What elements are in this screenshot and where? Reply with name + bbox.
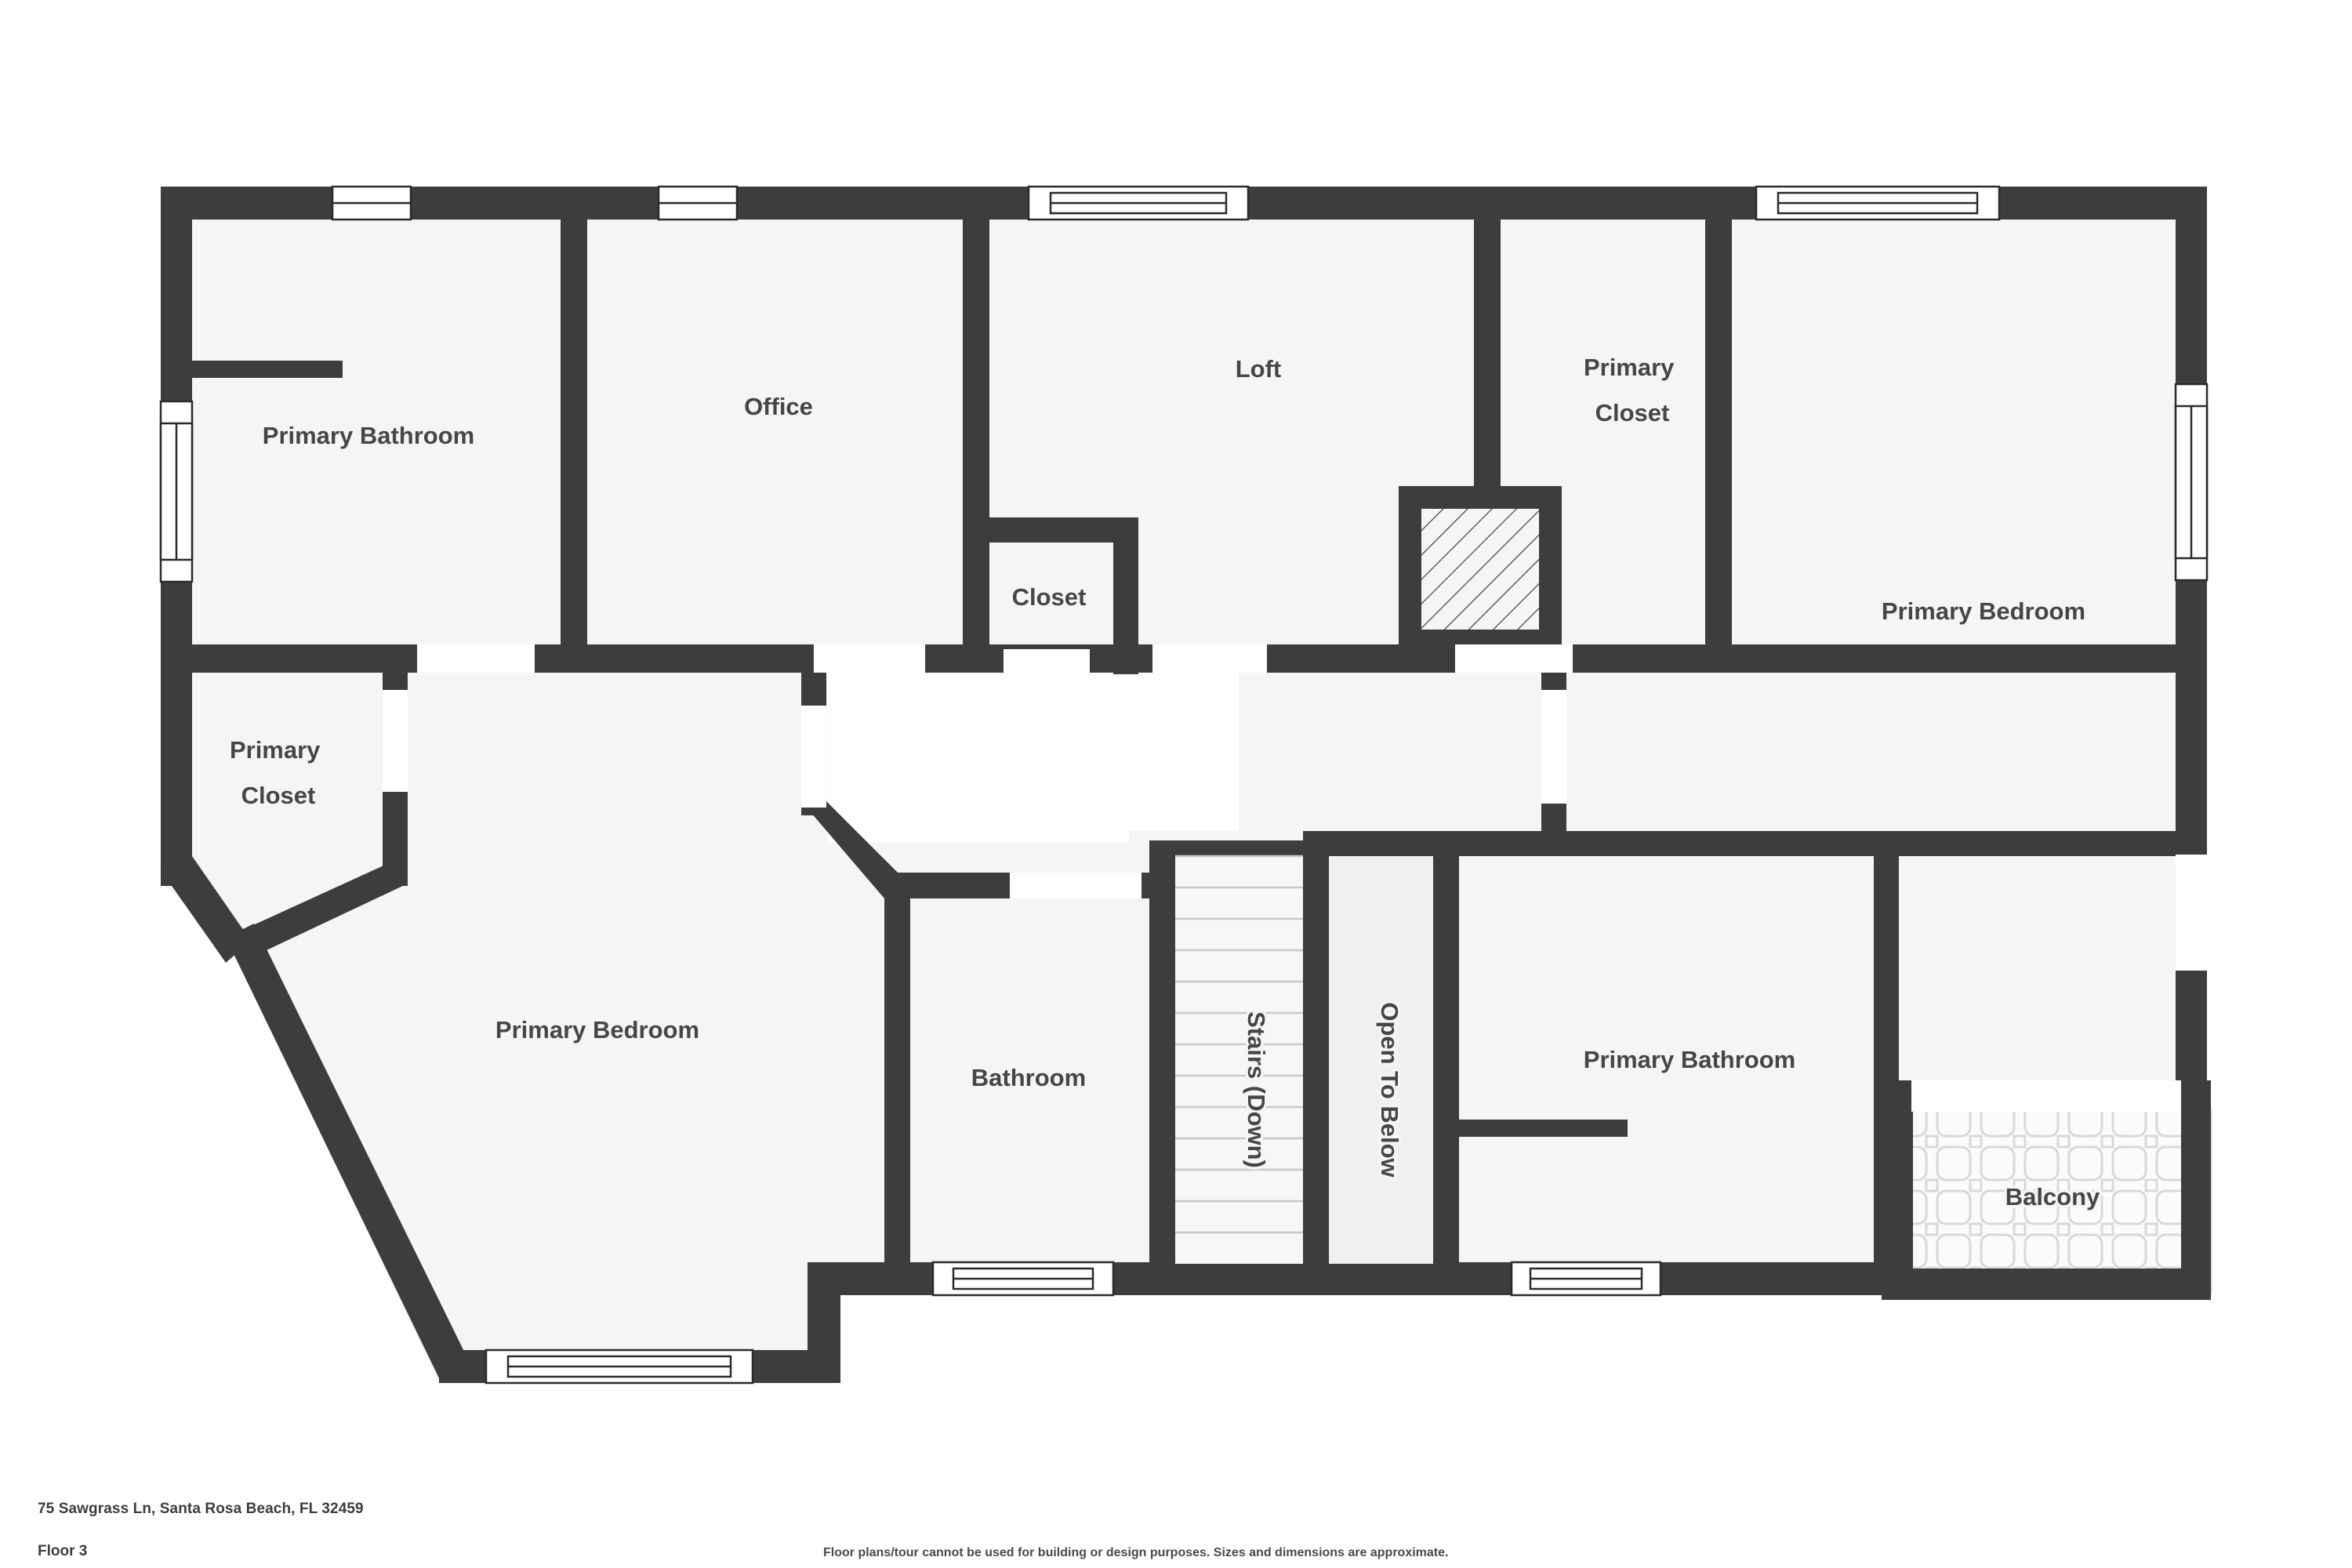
wall-stairs-right bbox=[1303, 831, 1329, 1279]
window-bottom-lower-bathroom bbox=[1510, 1261, 1662, 1297]
wall-right-corner-jog bbox=[1874, 831, 1899, 862]
door-opening-left-closet bbox=[383, 690, 408, 792]
label-balcony: Balcony bbox=[2005, 1183, 2100, 1210]
interior-walls bbox=[161, 187, 2207, 1280]
door-opening-right-exterior bbox=[2176, 855, 2207, 971]
wall-bathroom-right-stairs-left bbox=[1149, 840, 1175, 1279]
label-office: Office bbox=[744, 393, 813, 420]
wall-open-to-below-right bbox=[1433, 831, 1459, 1279]
window-top-primary-bathroom bbox=[331, 185, 412, 221]
wall-stub-lower-bathroom-vanity bbox=[1459, 1120, 1628, 1137]
wall-exterior-left-closet bbox=[161, 659, 192, 886]
label-primary-bathroom-lower-right: Primary Bathroom bbox=[1584, 1046, 1795, 1073]
label-closet: Closet bbox=[1012, 583, 1087, 611]
window-right-primary-bedroom bbox=[2174, 383, 2209, 582]
wall-closet-right bbox=[1113, 517, 1138, 674]
wall-balcony-right bbox=[2181, 1080, 2211, 1300]
wall-bathroom-office-divider bbox=[561, 187, 587, 659]
door-opening-loft-hall bbox=[814, 644, 925, 673]
door-opening-right-bedroom-vertical bbox=[1541, 690, 1566, 804]
window-bottom-left-bedroom bbox=[485, 1348, 754, 1385]
label-open-to-below: Open To Below bbox=[1376, 1002, 1403, 1178]
room-label-layer: Primary Bathroom Office Loft Primary Clo… bbox=[227, 351, 2103, 1214]
property-address: 75 Sawgrass Ln, Santa Rosa Beach, FL 324… bbox=[38, 1501, 364, 1517]
wall-closet-top bbox=[963, 517, 1138, 543]
fill-upper-band bbox=[161, 192, 2203, 659]
disclaimer-text: Floor plans/tour cannot be used for buil… bbox=[823, 1546, 1449, 1559]
wall-stub-primary-bathroom-upper bbox=[186, 361, 343, 378]
wall-hall-angled-jog bbox=[801, 801, 902, 898]
wall-right-bedroom-bottom bbox=[1874, 831, 2203, 856]
window-bottom-bathroom bbox=[931, 1261, 1115, 1297]
wall-angled-closet-lower bbox=[161, 856, 251, 963]
wall-angled-bedroom-diagonal bbox=[226, 924, 470, 1381]
label-primary-bedroom-right: Primary Bedroom bbox=[1882, 597, 2085, 625]
door-opening-balcony bbox=[1911, 1080, 2181, 1112]
wall-upper-band-bottom-right bbox=[1152, 644, 2207, 673]
window-left-primary-bathroom bbox=[159, 400, 194, 583]
wall-loft-closet-divider bbox=[1474, 187, 1501, 500]
label-primary-closet-left: Primary Closet bbox=[230, 736, 327, 809]
door-opening-office-hall bbox=[417, 644, 535, 673]
label-primary-bedroom-left: Primary Bedroom bbox=[495, 1016, 699, 1044]
label-bathroom: Bathroom bbox=[971, 1064, 1086, 1091]
window-top-right-bedroom bbox=[1755, 185, 2001, 221]
wall-closet-bedroom-divider bbox=[1705, 187, 1732, 659]
label-primary-bathroom-upper-left: Primary Bathroom bbox=[263, 422, 474, 449]
wall-upper-band-bottom-left bbox=[161, 644, 1152, 673]
wall-office-loft-divider bbox=[963, 187, 989, 659]
label-primary-closet-upper-right: Primary Closet bbox=[1584, 354, 1681, 426]
wall-lower-bathroom-top bbox=[1459, 831, 1898, 856]
window-top-office bbox=[657, 185, 739, 221]
wall-lower-bathroom-right bbox=[1874, 831, 1899, 1279]
open-to-below-surface bbox=[1329, 856, 1433, 1264]
label-loft: Loft bbox=[1236, 355, 1282, 383]
wall-left-closet-angled-bottom bbox=[226, 862, 406, 963]
windows bbox=[159, 185, 2209, 1385]
balcony-tile-surface bbox=[1889, 1109, 2211, 1294]
door-opening-hall-bedroom bbox=[801, 706, 826, 808]
floor-label: Floor 3 bbox=[38, 1543, 88, 1559]
wall-bathroom-left bbox=[884, 873, 910, 1280]
door-opening-right-bedroom bbox=[1455, 644, 1573, 673]
wall-balcony-bottom bbox=[1882, 1269, 2211, 1300]
stairs-treads bbox=[1175, 855, 1303, 1264]
door-opening-closet-small bbox=[1004, 649, 1090, 673]
shaft-hatched-core bbox=[1420, 507, 1541, 631]
door-opening-bathroom bbox=[1010, 873, 1142, 898]
label-stairs-down: Stairs (Down) bbox=[1243, 1011, 1270, 1168]
stairs-run-surface bbox=[1175, 856, 1303, 1264]
door-opening-closet-area bbox=[1152, 644, 1267, 673]
window-top-loft bbox=[1027, 185, 1250, 221]
door-openings bbox=[383, 644, 2207, 1112]
